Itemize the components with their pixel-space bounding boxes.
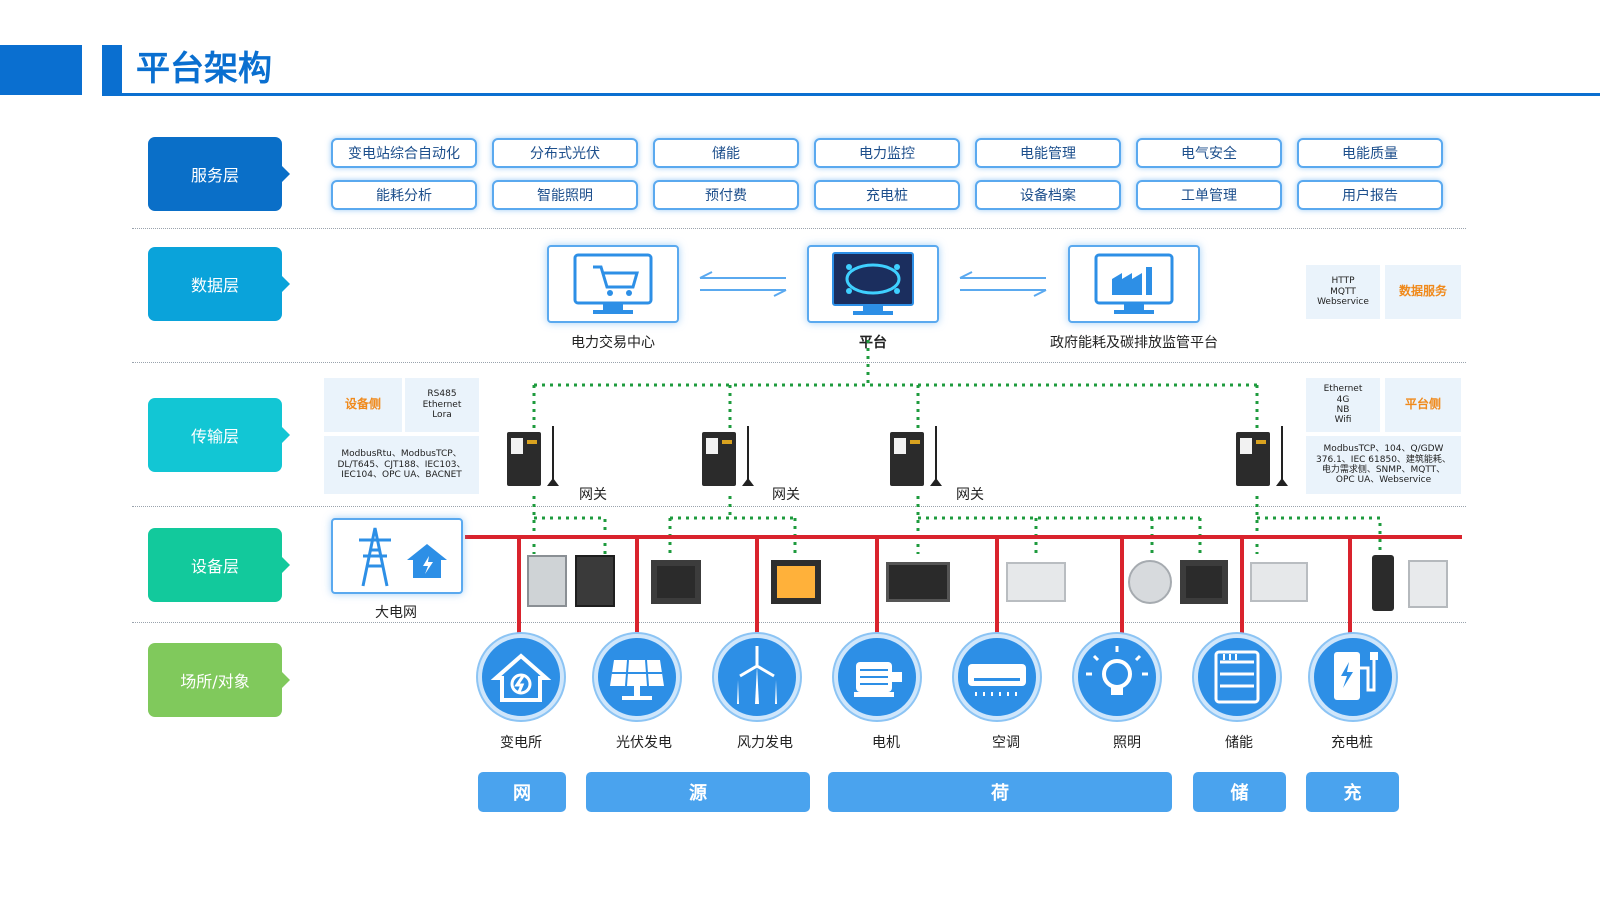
data-protocols-box: HTTP MQTT Webservice — [1306, 265, 1380, 319]
motor-circle — [834, 634, 920, 720]
service-box: 能耗分析 — [331, 180, 477, 210]
service-box: 智能照明 — [492, 180, 638, 210]
charger-device — [1372, 555, 1394, 611]
object-label: 储能 — [1225, 735, 1253, 751]
header-underline — [102, 93, 1600, 96]
multi-display-device — [886, 562, 950, 602]
shopping-cart-icon — [573, 253, 653, 314]
category-load: 荷 — [828, 772, 1172, 812]
lighting-circle — [1074, 634, 1160, 720]
service-box: 电气安全 — [1136, 138, 1282, 168]
service-box: 用户报告 — [1297, 180, 1443, 210]
service-box: 电力监控 — [814, 138, 960, 168]
platform-monitor — [807, 245, 939, 323]
storage-circle — [1194, 634, 1280, 720]
charging-circle — [1310, 634, 1396, 720]
gateway-label: 网关 — [956, 487, 984, 503]
platform-links-box: Ethernet 4G NB Wifi — [1306, 378, 1380, 432]
category-grid: 网 — [478, 772, 566, 812]
government-monitor — [1068, 245, 1200, 323]
solar-circle — [594, 634, 680, 720]
device-side-box: 设备侧 — [324, 378, 402, 432]
page-title: 平台架构 — [136, 49, 272, 89]
category-storage: 储 — [1193, 772, 1286, 812]
layer-device: 设备层 — [148, 528, 290, 602]
gateway-icon — [890, 426, 942, 486]
service-box: 充电桩 — [814, 180, 960, 210]
light-bulb-icon — [1086, 646, 1148, 695]
data-service-box: 数据服务 — [1385, 265, 1461, 319]
wind-circle — [714, 634, 800, 720]
divider — [132, 622, 1466, 623]
layer-transport: 传输层 — [148, 398, 290, 472]
object-label: 变电所 — [500, 735, 542, 751]
grid-label: 大电网 — [375, 605, 417, 621]
service-box: 变电站综合自动化 — [331, 138, 477, 168]
power-meter-device — [651, 560, 701, 604]
power-meter-device — [1180, 560, 1228, 604]
wind-turbine-icon — [737, 646, 777, 704]
platform-side-box: 平台侧 — [1385, 378, 1461, 432]
divider — [132, 362, 1466, 363]
platform-protocols-box: ModbusTCP、104、Q/GDW 376.1、IEC 61850、建筑能耗… — [1306, 436, 1461, 494]
header-accent-bar — [102, 45, 122, 95]
object-label: 照明 — [1113, 735, 1141, 751]
gateway-icon — [507, 426, 559, 486]
exchange-arrows-icon — [699, 271, 787, 297]
trading-center-monitor — [547, 245, 679, 323]
energy-storage-icon — [1214, 650, 1260, 704]
header-accent-block — [0, 45, 82, 95]
air-conditioner-icon — [968, 664, 1026, 696]
divider — [132, 506, 1466, 507]
object-label: 电机 — [872, 735, 900, 751]
service-box: 电能质量 — [1297, 138, 1443, 168]
prepaid-meter-device — [1408, 560, 1448, 608]
charging-pile-icon — [1334, 652, 1378, 700]
substation-icon — [490, 653, 552, 702]
exchange-arrows-icon — [959, 271, 1047, 297]
trading-center-label: 电力交易中心 — [571, 335, 655, 351]
object-label: 风力发电 — [737, 735, 793, 751]
object-label: 光伏发电 — [616, 735, 672, 751]
category-charging: 充 — [1306, 772, 1399, 812]
service-box: 设备档案 — [975, 180, 1121, 210]
motor-icon — [854, 662, 902, 697]
protection-relay-device — [575, 555, 615, 607]
service-box: 电能管理 — [975, 138, 1121, 168]
device-protocols-box: ModbusRtu、ModbusTCP、 DL/T645、CJT188、IEC1… — [324, 436, 479, 494]
gateway-icon — [1236, 426, 1288, 486]
factory-icon — [1094, 253, 1174, 314]
solar-panel-icon — [610, 659, 664, 700]
sensor-device — [1128, 560, 1172, 604]
service-box: 储能 — [653, 138, 799, 168]
service-box: 预付费 — [653, 180, 799, 210]
dashboard-screen-icon — [832, 252, 914, 315]
category-source: 源 — [586, 772, 810, 812]
government-platform-label: 政府能耗及碳排放监管平台 — [1050, 335, 1218, 351]
layer-service: 服务层 — [148, 137, 290, 211]
power-tower-icon — [359, 527, 447, 587]
gateway-label: 网关 — [772, 487, 800, 503]
substation-circle — [478, 634, 564, 720]
power-meter-device — [771, 560, 821, 604]
din-rail-meter-device — [1250, 562, 1308, 602]
protection-relay-device — [527, 555, 567, 607]
divider — [132, 228, 1466, 229]
gateway-label: 网关 — [579, 487, 607, 503]
din-rail-meter-device — [1006, 562, 1066, 602]
service-box: 工单管理 — [1136, 180, 1282, 210]
layer-object: 场所/对象 — [148, 643, 290, 717]
gateway-icon — [702, 426, 754, 486]
service-box: 分布式光伏 — [492, 138, 638, 168]
grid-box — [331, 518, 463, 594]
ac-circle — [954, 634, 1040, 720]
object-label: 空调 — [992, 735, 1020, 751]
object-label: 充电桩 — [1331, 735, 1373, 751]
platform-label: 平台 — [859, 335, 887, 351]
device-links-box: RS485 Ethernet Lora — [405, 378, 479, 432]
layer-data: 数据层 — [148, 247, 290, 321]
